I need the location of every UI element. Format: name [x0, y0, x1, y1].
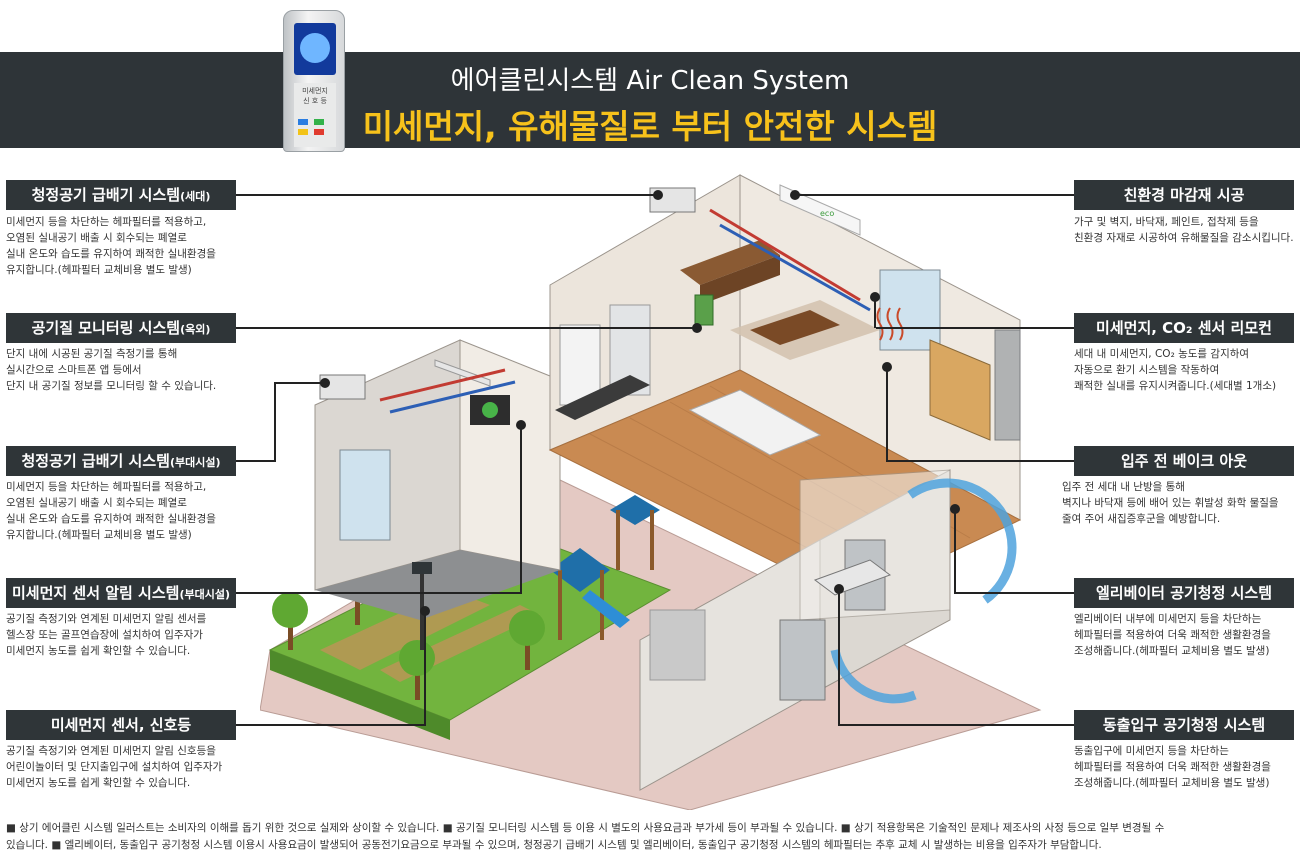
- led-green: [314, 119, 324, 125]
- leader-dot: [692, 323, 702, 333]
- page-title: 에어클린시스템 Air Clean System: [450, 66, 850, 96]
- callout-desc: 입주 전 세대 내 난방을 통해 벽지나 바닥재 등에 배어 있는 휘발성 화학…: [1062, 481, 1279, 525]
- callout-desc: 세대 내 미세먼지, CO₂ 농도를 감지하여 자동으로 환기 시스템을 작동하…: [1074, 348, 1277, 392]
- led-blue: [298, 119, 308, 125]
- leader-line: [424, 612, 426, 726]
- led-yellow: [298, 129, 308, 135]
- callout-desc: 공기질 측정기와 연계된 미세먼지 알림 신호등을 어린이놀이터 및 단지출입구…: [6, 745, 223, 789]
- device-label: 미세먼지 신 호 등: [294, 83, 336, 147]
- leader-line: [956, 592, 1074, 594]
- callout-desc: 동출입구에 미세먼지 등을 차단하는 헤파필터를 적용하여 더욱 쾌적한 생활환…: [1074, 745, 1271, 789]
- leader-line: [838, 590, 840, 726]
- leader-dot: [320, 378, 330, 388]
- leader-line: [236, 592, 522, 594]
- apartment-illustration: eco: [260, 174, 1042, 810]
- svg-text:eco: eco: [820, 209, 834, 218]
- leader-line: [236, 724, 426, 726]
- leader-line: [236, 194, 658, 196]
- leader-line: [274, 382, 324, 384]
- leader-dot: [834, 584, 844, 594]
- leader-line: [236, 460, 276, 462]
- leader-dot: [950, 504, 960, 514]
- leader-line: [876, 327, 1074, 329]
- callout-title-dust-alert: 미세먼지 센서 알림 시스템(부대시설): [6, 578, 236, 608]
- leader-line: [796, 194, 1074, 196]
- callout-title-eco-materials: 친환경 마감재 시공: [1074, 180, 1294, 210]
- callout-title-ventilation-facility: 청정공기 급배기 시스템(부대시설): [6, 446, 236, 476]
- leader-dot: [790, 190, 800, 200]
- leader-dot: [420, 606, 430, 616]
- callout-title-co2-remote: 미세먼지, CO₂ 센서 리모컨: [1074, 313, 1294, 343]
- leader-line: [874, 296, 876, 328]
- leader-line: [888, 460, 1074, 462]
- callout-desc: 미세먼지 등을 차단하는 헤파필터를 적용하고, 오염된 실내공기 배출 시 회…: [6, 481, 216, 541]
- device-screen: [294, 23, 336, 75]
- callout-title-air-monitoring: 공기질 모니터링 시스템(옥외): [6, 313, 236, 343]
- footnote: ■ 상기 에어클린 시스템 일러스트는 소비자의 이해를 돕기 위한 것으로 실…: [6, 822, 1165, 851]
- leader-line: [954, 510, 956, 594]
- leader-dot: [516, 420, 526, 430]
- leader-line: [886, 368, 888, 462]
- callout-title-entrance-purifier: 동출입구 공기청정 시스템: [1074, 710, 1294, 740]
- leader-line: [274, 382, 276, 462]
- leader-dot: [882, 362, 892, 372]
- callout-desc: 단지 내에 시공된 공기질 측정기를 통해 실시간으로 스마트폰 앱 등에서 단…: [6, 348, 217, 392]
- callout-title-ventilation-unit: 청정공기 급배기 시스템(세대): [6, 180, 236, 210]
- callout-desc: 공기질 측정기와 연계된 미세먼지 알림 센서를 헬스장 또는 골프연습장에 설…: [6, 613, 207, 657]
- callout-desc: 엘리베이터 내부에 미세먼지 등을 차단하는 헤파필터를 적용하여 더욱 쾌적한…: [1074, 613, 1271, 657]
- callout-title-bake-out: 입주 전 베이크 아웃: [1074, 446, 1294, 476]
- leader-dot: [870, 292, 880, 302]
- callout-desc: 가구 및 벽지, 바닥재, 페인트, 접착제 등을 친환경 자재로 시공하여 유…: [1074, 216, 1294, 244]
- smiley-icon: [300, 33, 330, 63]
- leader-line: [840, 724, 1074, 726]
- leader-line: [236, 327, 696, 329]
- leader-line: [520, 422, 522, 594]
- header-banner: [0, 52, 1300, 148]
- page-subtitle: 미세먼지, 유해물질로 부터 안전한 시스템: [362, 107, 938, 146]
- callout-title-elevator-purifier: 엘리베이터 공기청정 시스템: [1074, 578, 1294, 608]
- callout-title-signal-light: 미세먼지 센서, 신호등: [6, 710, 236, 740]
- dust-sensor-device: 미세먼지 신 호 등: [283, 10, 345, 152]
- leader-dot: [653, 190, 663, 200]
- led-red: [314, 129, 324, 135]
- callout-desc: 미세먼지 등을 차단하는 헤파필터를 적용하고, 오염된 실내공기 배출 시 회…: [6, 216, 216, 276]
